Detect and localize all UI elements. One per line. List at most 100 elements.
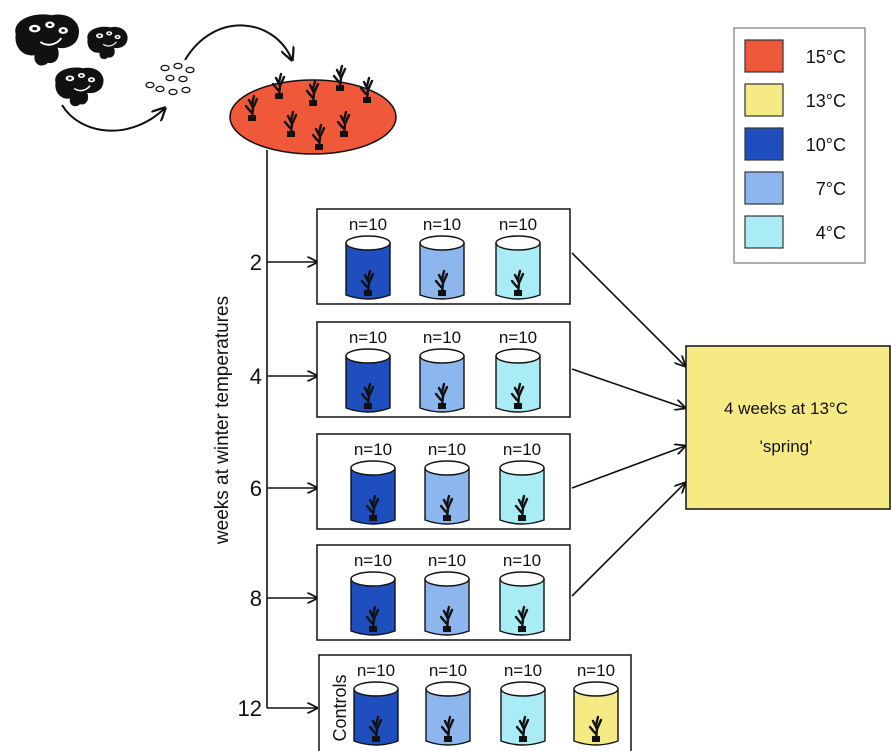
jar: n=10 (424, 440, 470, 525)
jar-body (573, 688, 619, 746)
jar: n=10 (345, 215, 391, 300)
sample-size-label: n=10 (504, 661, 542, 680)
sample-size-label: n=10 (428, 551, 466, 570)
jar-body (500, 688, 546, 746)
jar-body (425, 688, 471, 746)
adult-sea-star-icon (14, 13, 81, 67)
sample-size-label: n=10 (357, 661, 395, 680)
curved-arrow-icon (61, 104, 165, 132)
jar-lid (350, 460, 396, 476)
sample-size-label: n=10 (354, 551, 392, 570)
adult-sea-star-icon (86, 26, 129, 60)
jar-body (424, 578, 470, 636)
group-box-2-weeks: n=10 n=10 n=10 (316, 208, 571, 305)
sample-size-label: n=10 (499, 328, 537, 347)
sample-size-label: n=10 (503, 551, 541, 570)
sample-size-label: n=10 (577, 661, 615, 680)
jar: n=10 (499, 551, 545, 636)
jar-body (419, 242, 465, 300)
jar-body (495, 355, 541, 413)
jar-lid (345, 235, 391, 251)
group-box-6-weeks: n=10 n=10 n=10 (316, 433, 571, 530)
jar: n=10 (495, 328, 541, 413)
jar-lid (424, 571, 470, 587)
jar-lid (419, 348, 465, 364)
jar-body (424, 467, 470, 525)
adult-sea-star-icon (54, 66, 105, 108)
controls-label: Controls (330, 674, 350, 741)
legend-swatch (744, 215, 784, 249)
jar-lid (419, 235, 465, 251)
jar-body (419, 355, 465, 413)
legend-label: 10°C (806, 135, 846, 155)
sample-size-label: n=10 (428, 440, 466, 459)
jar: n=10 (499, 440, 545, 525)
legend-label: 4°C (816, 223, 846, 243)
group-box-8-weeks: n=10 n=10 n=10 (316, 544, 571, 641)
sample-size-label: n=10 (503, 440, 541, 459)
jar-lid (350, 571, 396, 587)
group-box-4-weeks: n=10 n=10 n=10 (316, 321, 571, 418)
jar-lid (499, 571, 545, 587)
jar-lid (424, 460, 470, 476)
spring-treatment-box: 4 weeks at 13°C 'spring' (685, 345, 891, 510)
temperature-legend: 15°C 13°C 10°C 7°C 4°C (733, 27, 866, 264)
jar-lid (345, 348, 391, 364)
spring-duration-text: 4 weeks at 13°C (724, 399, 848, 418)
arrows-to-spring (571, 252, 685, 597)
sample-size-label: n=10 (423, 215, 461, 234)
legend-label: 13°C (806, 91, 846, 111)
jar-body (499, 578, 545, 636)
branch-arrows (267, 262, 317, 708)
jar: n=10 (350, 551, 396, 636)
legend-label: 7°C (816, 179, 846, 199)
sample-size-label: n=10 (429, 661, 467, 680)
legend-swatch (744, 39, 784, 73)
jar-lid (500, 681, 546, 697)
legend-swatch (744, 127, 784, 161)
jar: n=10 (424, 551, 470, 636)
week-label: 8 (250, 586, 262, 611)
source-culture-dish (229, 79, 397, 155)
week-label: 4 (250, 364, 262, 389)
jar-body (353, 688, 399, 746)
sample-size-label: n=10 (499, 215, 537, 234)
jar-body (499, 467, 545, 525)
egg-cluster-icon (145, 62, 195, 96)
sample-size-label: n=10 (349, 328, 387, 347)
legend-swatch (744, 171, 784, 205)
jar-lid (573, 681, 619, 697)
jar-lid (495, 235, 541, 251)
curved-arrow-icon (184, 24, 292, 60)
jar-lid (353, 681, 399, 697)
spring-label-text: 'spring' (760, 437, 813, 456)
jar-body (495, 242, 541, 300)
sample-size-label: n=10 (349, 215, 387, 234)
jar: n=10 (353, 661, 399, 746)
jar-lid (495, 348, 541, 364)
sample-size-label: n=10 (423, 328, 461, 347)
jar: n=10 (350, 440, 396, 525)
jar: n=10 (419, 215, 465, 300)
jar-body (345, 242, 391, 300)
week-labels: 2 4 6 8 12 (238, 250, 262, 721)
jar-body (345, 355, 391, 413)
jar-lid (499, 460, 545, 476)
jar-body (350, 578, 396, 636)
jar-body (350, 467, 396, 525)
week-label: 12 (238, 696, 262, 721)
jar: n=10 (345, 328, 391, 413)
sample-size-label: n=10 (354, 440, 392, 459)
week-label: 2 (250, 250, 262, 275)
jar-lid (425, 681, 471, 697)
jar: n=10 (425, 661, 471, 746)
week-label: 6 (250, 476, 262, 501)
jar: n=10 (573, 661, 619, 746)
jar: n=10 (495, 215, 541, 300)
jar: n=10 (419, 328, 465, 413)
legend-label: 15°C (806, 47, 846, 67)
jar: n=10 (500, 661, 546, 746)
y-axis-label: weeks at winter temperatures (212, 296, 233, 545)
group-box-controls: Controls n=10 n=10 n=10 n=10 (318, 654, 632, 751)
